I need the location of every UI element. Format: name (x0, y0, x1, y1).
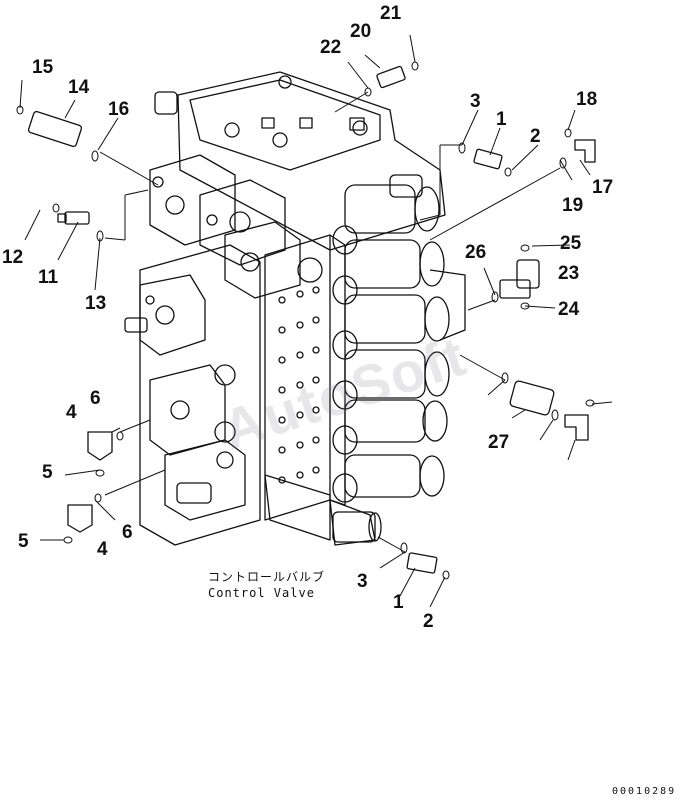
callout-19: 23 (558, 263, 580, 284)
callout-17: 21 (380, 3, 402, 24)
callout-13: 17 (592, 177, 614, 198)
callout-21: 25 (560, 233, 582, 254)
callout-7: 11 (38, 267, 59, 288)
callout-2-top: 2 (530, 126, 541, 147)
callout-5-bottom: 5 (18, 531, 29, 552)
callout-8: 12 (2, 247, 24, 268)
valve-body (124, 71, 466, 546)
spool-stack (332, 174, 466, 503)
callout-2-bottom: 2 (423, 611, 434, 632)
callout-23: 27 (488, 432, 510, 453)
callout-11: 15 (32, 57, 54, 78)
callout-10: 14 (68, 77, 90, 98)
callout-4-top: 4 (66, 402, 77, 423)
o-rings (16, 61, 595, 580)
plug-10 (27, 110, 83, 148)
callout-1-bottom: 1 (393, 592, 404, 613)
caption-japanese: コントロールバルブ (208, 570, 326, 584)
elbow-13 (574, 139, 596, 163)
callout-4-bottom: 4 (97, 539, 108, 560)
tee-19 (499, 259, 540, 299)
leader-lines (19, 34, 613, 608)
port-grid (278, 286, 320, 484)
adapter-1-top (473, 148, 503, 170)
callout-1-top: 1 (496, 109, 507, 130)
elbow-4-top (87, 431, 113, 461)
elbow-25 (564, 414, 589, 441)
callout-9: 13 (85, 293, 107, 314)
valve-23 (509, 380, 555, 416)
callout-12: 16 (108, 99, 130, 120)
callout-6-bottom: 6 (122, 522, 133, 543)
callout-6-top: 6 (90, 388, 101, 409)
callout-16: 20 (350, 21, 372, 42)
elbow-4-bottom (67, 504, 93, 533)
callout-5-top: 5 (42, 462, 53, 483)
adapter-1-bottom (406, 552, 438, 574)
callout-3-top: 3 (470, 91, 481, 112)
callout-20: 24 (558, 299, 580, 320)
callout-15: 19 (562, 195, 584, 216)
callout-14: 18 (576, 89, 598, 110)
fittings (27, 65, 596, 574)
callout-18: 22 (320, 37, 342, 58)
caption-english: Control Valve (208, 586, 315, 600)
callout-3-bottom: 3 (357, 571, 368, 592)
adapter-7 (57, 211, 90, 225)
adapter-16 (376, 65, 406, 89)
callout-22: 26 (465, 242, 487, 263)
drawing-code: 00010289 (612, 786, 677, 797)
